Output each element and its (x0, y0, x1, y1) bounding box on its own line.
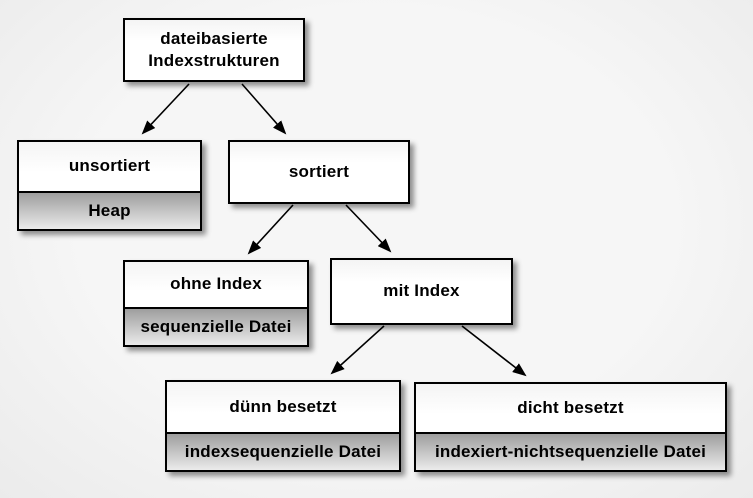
node-label: unsortiert (68, 156, 151, 176)
node-label: mit Index (383, 281, 460, 301)
node-label: sortiert (288, 161, 350, 181)
node-label: dateibasierte Indexstrukturen (148, 28, 280, 70)
node-label: dicht besetzt (517, 397, 624, 417)
node-sortiert: sortiert (228, 140, 410, 204)
node-mit-index: mit Index (330, 258, 513, 325)
node-dicht-besetzt: dicht besetzt indexiert-nichtsequenziell… (414, 382, 727, 472)
node-dateibasierte-indexstrukturen: dateibasierte Indexstrukturen (123, 18, 305, 82)
edge-root-unsortiert (141, 83, 190, 135)
node-label: dünn besetzt (229, 396, 337, 416)
node-ohne-index: ohne Index sequenzielle Datei (123, 260, 309, 347)
edge-mit-index-duenn (330, 325, 385, 375)
edge-sortiert-mit-index (345, 204, 392, 253)
edge-mit-index-dicht (461, 325, 527, 377)
node-sublabel: indexsequenzielle Datei (167, 432, 399, 470)
node-label: ohne Index (170, 274, 262, 294)
node-sublabel: sequenzielle Datei (125, 307, 307, 345)
node-sublabel: indexiert-nichtsequenzielle Datei (416, 432, 725, 470)
node-unsortiert: unsortiert Heap (17, 140, 202, 231)
edge-sortiert-ohne-index (247, 204, 294, 255)
edge-root-sortiert (241, 83, 287, 135)
node-sublabel: Heap (19, 191, 200, 229)
node-duenn-besetzt: dünn besetzt indexsequenzielle Datei (165, 380, 401, 472)
